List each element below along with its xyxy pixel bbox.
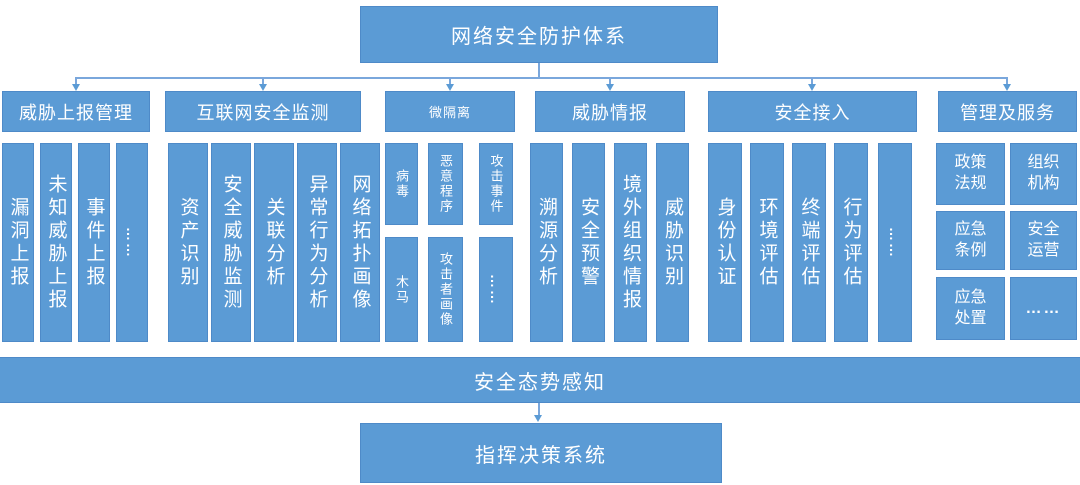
node-organization: 组织机构 [1010, 143, 1077, 205]
connector-stem [538, 403, 540, 416]
connector-stem [262, 77, 264, 85]
arrowhead-icon [446, 84, 454, 91]
arrowhead-icon [259, 84, 267, 91]
command-decision-box: 指挥决策系统 [360, 423, 722, 483]
node-unknown-threat-report: 未知威胁上报 [40, 143, 72, 342]
header-management-services: 管理及服务 [938, 91, 1077, 132]
node-more-ellipsis: …… [116, 143, 148, 342]
node-more-ellipsis: …… [479, 237, 513, 342]
cell-label: 组织机构 [1027, 154, 1060, 192]
connector-stem [1006, 77, 1008, 85]
connector-hline [75, 77, 1008, 79]
node-emergency-response: 应急处置 [936, 277, 1005, 340]
cell-label: 应急条例 [954, 220, 987, 259]
node-malware: 恶意程序 [428, 143, 463, 225]
node-identity-auth: 身份认证 [708, 143, 742, 342]
arrowhead-icon [534, 415, 542, 422]
connector-stem [449, 77, 451, 85]
node-policy-regulation: 政策法规 [936, 143, 1005, 205]
header-internet-monitoring: 互联网安全监测 [165, 91, 361, 132]
situation-awareness-bar: 安全态势感知 [0, 357, 1080, 403]
arrowhead-icon [1003, 84, 1011, 91]
node-asset-identification: 资产识别 [168, 143, 208, 342]
node-more-ellipsis: …… [1010, 277, 1077, 340]
connector-stem [811, 77, 813, 85]
node-traceability-analysis: 溯源分析 [530, 143, 563, 342]
cell-label: 政策法规 [954, 154, 987, 192]
header-secure-access: 安全接入 [708, 91, 917, 132]
node-attacker-profile: 攻击者画像 [428, 237, 463, 342]
node-threat-monitoring: 安全威胁监测 [211, 143, 251, 342]
connector-stem [609, 77, 611, 85]
node-behavior-assessment: 行为评估 [834, 143, 868, 342]
node-emergency-rules: 应急条例 [936, 211, 1005, 270]
node-network-topology-profile: 网络拓扑画像 [340, 143, 380, 342]
header-threat-intel: 威胁情报 [535, 91, 685, 132]
node-more-ellipsis: …… [878, 143, 912, 342]
header-threat-reporting: 威胁上报管理 [2, 91, 150, 132]
node-virus: 病毒 [385, 143, 418, 225]
arrowhead-icon [808, 84, 816, 91]
arrowhead-icon [72, 84, 80, 91]
node-trojan: 木马 [385, 237, 418, 342]
node-abnormal-behavior-analysis: 异常行为分析 [297, 143, 337, 342]
node-security-operation: 安全运营 [1010, 211, 1077, 270]
node-terminal-assessment: 终端评估 [792, 143, 826, 342]
node-environment-assessment: 环境评估 [750, 143, 784, 342]
node-vuln-report: 漏洞上报 [2, 143, 34, 342]
node-attack-incident: 攻击事件 [479, 143, 513, 225]
node-foreign-org-intel: 境外组织情报 [614, 143, 647, 342]
cell-label: 安全运营 [1027, 220, 1060, 259]
node-security-alert: 安全预警 [572, 143, 605, 342]
node-correlation-analysis: 关联分析 [254, 143, 294, 342]
connector-trunk [538, 63, 540, 77]
node-incident-report: 事件上报 [78, 143, 110, 342]
header-micro-segmentation: 微隔离 [385, 91, 515, 132]
connector-stem [75, 77, 77, 85]
cell-label: 应急处置 [954, 288, 987, 327]
arrowhead-icon [606, 84, 614, 91]
root-node: 网络安全防护体系 [360, 6, 718, 63]
node-threat-identification: 威胁识别 [656, 143, 689, 342]
